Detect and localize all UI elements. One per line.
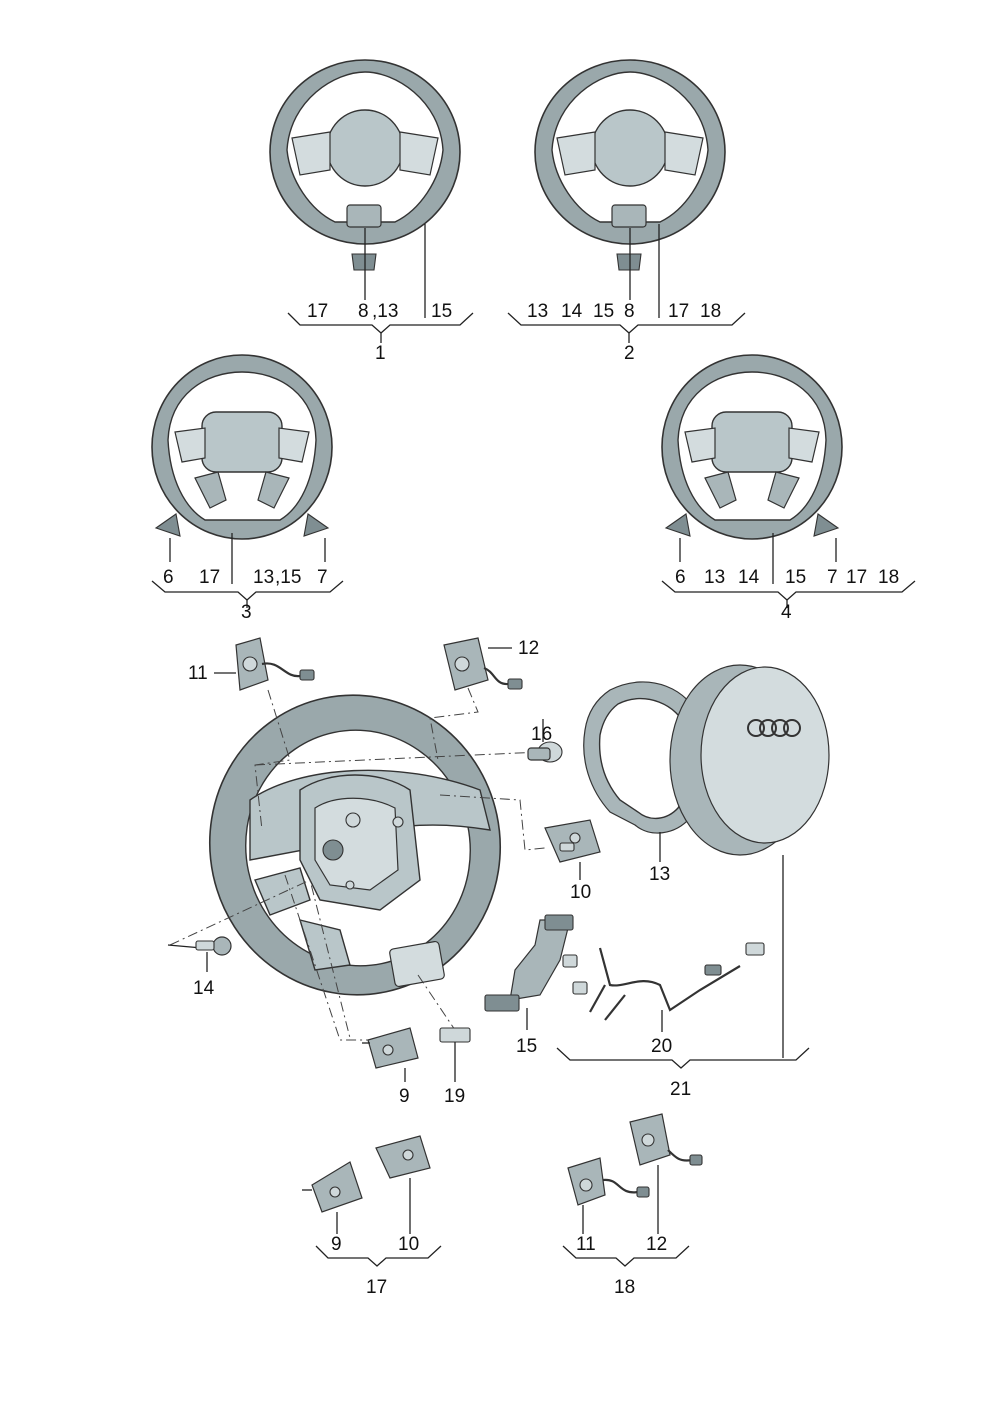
- label-plate-19: [439, 1027, 471, 1043]
- group-4-item-label: 15: [785, 567, 806, 588]
- group-4-item-label: 7: [827, 567, 838, 588]
- assembly-line: [254, 689, 291, 831]
- group-2-item-label: 17: [668, 301, 689, 322]
- group-4-item-label: 14: [738, 567, 760, 588]
- switch-module-9: [362, 1027, 419, 1069]
- group-3-item-label: 7: [317, 567, 328, 588]
- callout-9: 9: [399, 1086, 410, 1107]
- group-21-bracket: [556, 1047, 810, 1069]
- group-2-item-label: 14: [561, 301, 583, 322]
- group-2-item-label: 18: [700, 301, 721, 322]
- group-18-item-label: 12: [646, 1234, 667, 1255]
- group-3-item-label: 17: [199, 567, 220, 588]
- group-17-item-label: 10: [398, 1234, 419, 1255]
- group-18-bracket: [562, 1245, 690, 1267]
- callout-14: 14: [193, 978, 215, 999]
- steering-wheel-variant-4: [661, 354, 843, 540]
- screw-14: [195, 936, 232, 956]
- ribbon-cable-15: [484, 914, 574, 1012]
- steering-wheel-variant-1: [269, 59, 461, 271]
- group-18-item-label: 11: [576, 1234, 596, 1255]
- group-17-item-label: 9: [331, 1234, 342, 1255]
- group-1-item-label: ,13: [372, 301, 398, 322]
- group-3-item-label: 6: [163, 567, 174, 588]
- callout-13: 13: [649, 864, 670, 885]
- callout-10: 10: [570, 882, 591, 903]
- four-rings-logo-icon: [747, 719, 801, 737]
- steering-wheel-variant-3: [151, 354, 333, 540]
- callout-15: 15: [516, 1036, 537, 1057]
- group-1-item-label: 8: [358, 301, 369, 322]
- bolt-16: [527, 741, 563, 763]
- group-1-item-label: 15: [431, 301, 452, 322]
- group-2-item-label: 15: [593, 301, 614, 322]
- group-4-number: 4: [781, 602, 792, 623]
- group-1-number: 1: [375, 343, 386, 364]
- callout-19: 19: [444, 1086, 465, 1107]
- callout-20: 20: [651, 1036, 672, 1057]
- callout-16: 16: [531, 724, 552, 745]
- group-3-bracket: [151, 580, 344, 601]
- group-2-item-label: 8: [624, 301, 635, 322]
- assembly-line: [417, 974, 456, 1031]
- switch-module-10: [544, 819, 601, 863]
- switch-set-18: [567, 1113, 703, 1206]
- group-17-number: 17: [366, 1277, 387, 1298]
- group-3-number: 3: [241, 602, 252, 623]
- switch-set-17: [302, 1135, 431, 1213]
- group-3-item-label: 13: [253, 567, 274, 588]
- group-18-number: 18: [614, 1277, 635, 1298]
- group-1-item-label: 17: [307, 301, 328, 322]
- assembly-line: [439, 794, 546, 851]
- assembly-line: [169, 879, 351, 1039]
- switch-module-11: [235, 637, 315, 691]
- group-4-item-label: 18: [878, 567, 899, 588]
- wiring-harness-20: [562, 942, 765, 1021]
- group-17-bracket: [315, 1245, 442, 1267]
- group-2-number: 2: [624, 343, 635, 364]
- group-2-item-label: 13: [527, 301, 548, 322]
- steering-wheel-variant-2: [534, 59, 726, 271]
- airbag-unit: [669, 664, 830, 856]
- group-4-item-label: 13: [704, 567, 725, 588]
- callout-12: 12: [518, 638, 539, 659]
- switch-module-12: [443, 637, 523, 691]
- exploded-steering-wheel: [208, 694, 502, 996]
- group-4-item-label: 17: [846, 567, 867, 588]
- group-3-item-label: ,15: [275, 567, 301, 588]
- group-4-item-label: 6: [675, 567, 686, 588]
- assembly-line: [254, 751, 541, 766]
- assembly-line: [429, 687, 479, 761]
- group-21-number: 21: [670, 1079, 691, 1100]
- callout-11: 11: [188, 663, 208, 684]
